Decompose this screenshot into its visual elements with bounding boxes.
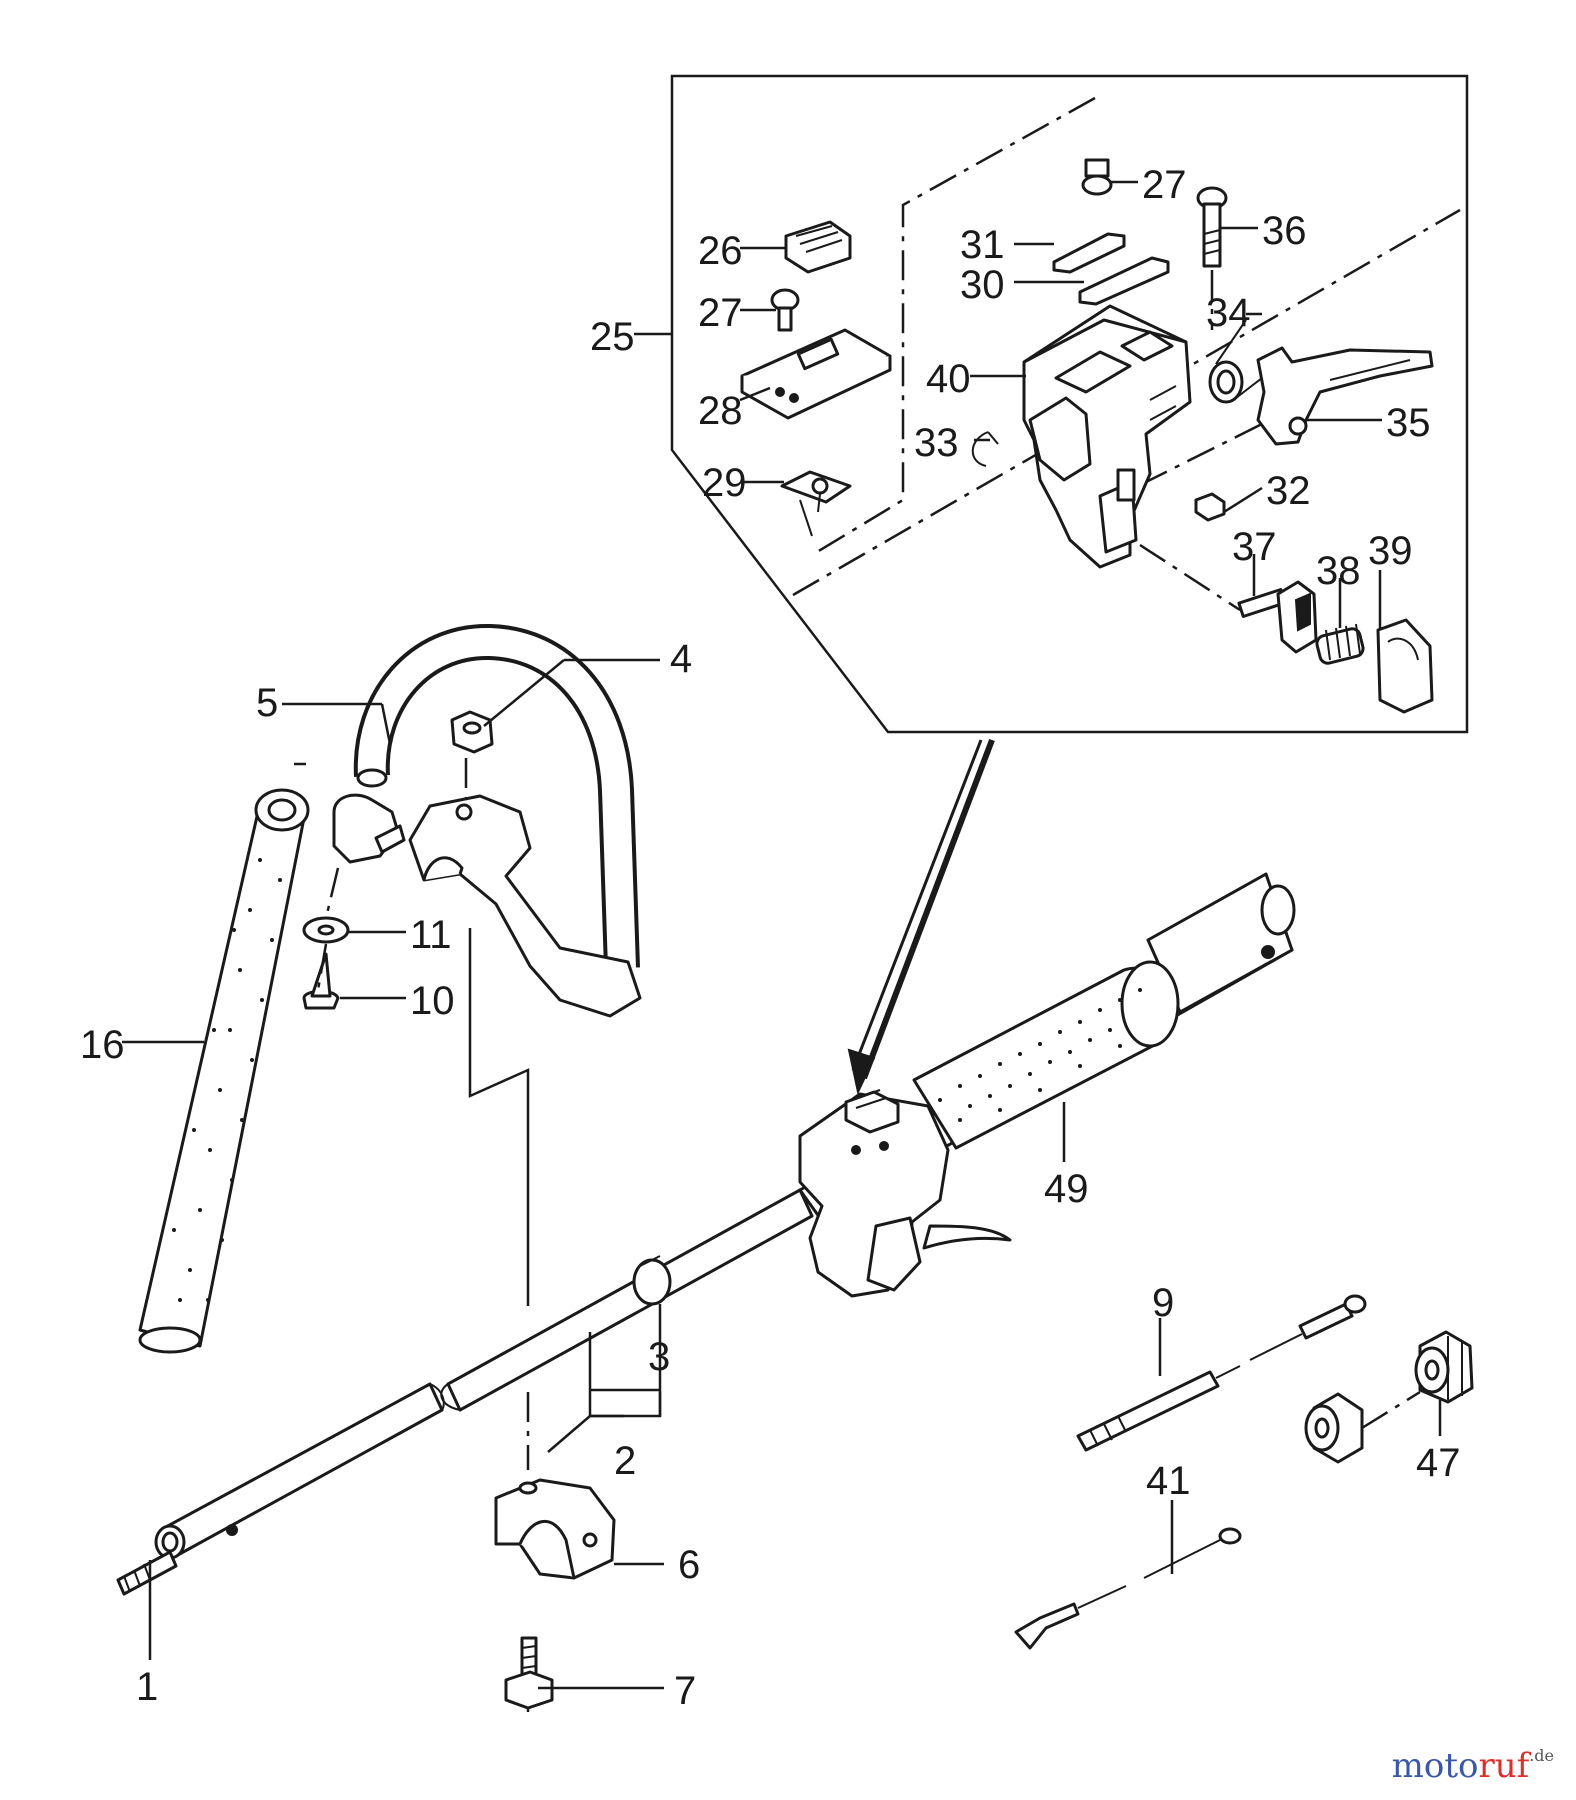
contact-strip-part-30	[1078, 256, 1170, 306]
callout-33: 33	[914, 421, 959, 465]
clip-part	[971, 431, 999, 467]
flange-bolt-part	[504, 1636, 554, 1710]
callout-30: 30	[960, 263, 1005, 307]
callout-26: 26	[698, 229, 743, 273]
throttle-trigger-part	[1256, 346, 1434, 446]
callout-29: 29	[702, 461, 747, 505]
stop-switch-wire-part	[1014, 1527, 1242, 1650]
callout-7: 7	[674, 1669, 696, 1713]
callout-47: 47	[1416, 1441, 1461, 1485]
torsion-spring-part	[1208, 319, 1263, 404]
washer-part	[302, 916, 350, 944]
callout-3: 3	[648, 1335, 670, 1379]
screw-part-lower	[770, 288, 800, 332]
motoruf-watermark-logo: motoruf.de	[1392, 1746, 1554, 1786]
callout-38: 38	[1316, 549, 1361, 593]
callout-1: 1	[136, 1665, 158, 1709]
callout-16: 16	[80, 1023, 125, 1067]
front-foam-grip	[138, 788, 310, 1354]
callout-32: 32	[1266, 469, 1311, 513]
inset-detail-frame	[670, 74, 1469, 734]
callout-37: 37	[1232, 525, 1277, 569]
rear-foam-grip	[912, 960, 1180, 1150]
callout-9: 9	[1152, 1281, 1174, 1325]
leader-lines	[122, 180, 1442, 1690]
callout-25: 25	[590, 315, 635, 359]
contact-spring-part	[780, 470, 852, 537]
callout-10: 10	[410, 979, 455, 1023]
nut-part-small	[1194, 492, 1226, 522]
callout-36: 36	[1262, 209, 1307, 253]
watermark-moto: moto	[1391, 1746, 1479, 1786]
long-screw-part	[1196, 186, 1228, 268]
watermark-tld: .de	[1529, 1746, 1554, 1765]
wood-screw-part	[302, 952, 340, 1010]
axis-line-inset-left	[811, 96, 1096, 557]
axis-line-detent	[1139, 543, 1241, 612]
callout-27-upper: 27	[1142, 163, 1187, 207]
callout-2: 2	[614, 1439, 636, 1483]
switch-knob-part	[784, 220, 852, 274]
lock-lever-cover-part	[1376, 618, 1434, 714]
callout-11: 11	[410, 913, 452, 957]
callout-39: 39	[1368, 529, 1413, 573]
lock-pin-part	[1237, 580, 1318, 654]
callout-41: 41	[1146, 1459, 1191, 1503]
detail-pointer-arrow	[847, 738, 995, 1096]
callout-5: 5	[256, 681, 278, 725]
axis-line-trigger	[1139, 408, 1291, 487]
handle-clamp-lower	[494, 1478, 616, 1580]
callout-49: 49	[1044, 1167, 1089, 1211]
inner-drive-shaft-part	[116, 1550, 178, 1596]
clamp-assembly-line	[468, 928, 530, 1306]
screw-part-upper	[1081, 158, 1113, 196]
handle-clamp-upper	[332, 793, 642, 1018]
throttle-housing-assembled	[798, 1089, 1012, 1298]
cable-grommet-part	[1304, 1330, 1474, 1464]
callout-35: 35	[1386, 401, 1431, 445]
callout-28: 28	[698, 389, 743, 433]
callout-31: 31	[960, 223, 1005, 267]
throttle-cable-part	[1076, 1294, 1367, 1452]
shaft-clip-part	[632, 1255, 672, 1306]
throttle-housing-part	[1022, 304, 1192, 569]
callout-34: 34	[1206, 291, 1251, 335]
callout-6: 6	[678, 1543, 700, 1587]
callout-27-lower: 27	[698, 291, 743, 335]
contact-strip-part-31	[1052, 232, 1126, 274]
watermark-ruf: ruf	[1478, 1746, 1530, 1786]
callout-40: 40	[926, 357, 971, 401]
callout-4: 4	[670, 637, 692, 681]
switch-plate-part	[740, 328, 892, 420]
compression-spring-part	[1315, 623, 1365, 665]
hex-nut-part	[450, 710, 494, 754]
loop-handle-bar	[353, 624, 640, 969]
